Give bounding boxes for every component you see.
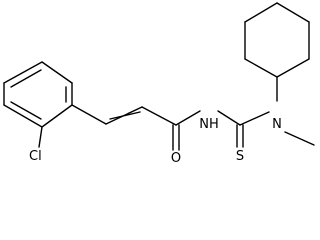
c-cl-bond <box>38 126 43 148</box>
nh-thiocarbonyl-bond <box>217 110 241 126</box>
chemical-structure-diagram: Cl NH O S N <box>3 2 315 166</box>
aryl-vinyl-bond <box>71 104 107 125</box>
cyclohexyl-ring <box>244 2 310 78</box>
thiocarbonyl-n-bond <box>239 111 270 126</box>
ring-bond <box>276 58 310 78</box>
vinyl-carbonyl-bond <box>141 106 177 126</box>
ring-bond <box>244 2 278 23</box>
chlorophenyl-ring <box>3 61 73 128</box>
ring-double-bond <box>10 69 42 88</box>
atom-label-oxygen: O <box>171 151 181 166</box>
atom-label-sulfur: S <box>236 149 244 164</box>
ring-bond <box>276 2 310 23</box>
vinyl-double-bond-inner <box>109 111 141 120</box>
atom-label-chlorine: Cl <box>29 149 42 164</box>
ring-bond <box>41 61 73 84</box>
carbonyl-nh-bond <box>175 110 201 126</box>
ring-bond <box>244 58 278 78</box>
ring-bond <box>3 61 43 84</box>
atom-label-amide-nh: NH <box>199 117 219 132</box>
ring-bond <box>41 104 73 128</box>
ring-double-bond <box>10 101 42 120</box>
atom-label-nitrogen: N <box>272 117 282 132</box>
n-methyl-bond <box>284 131 315 146</box>
ring-bond <box>3 104 43 128</box>
